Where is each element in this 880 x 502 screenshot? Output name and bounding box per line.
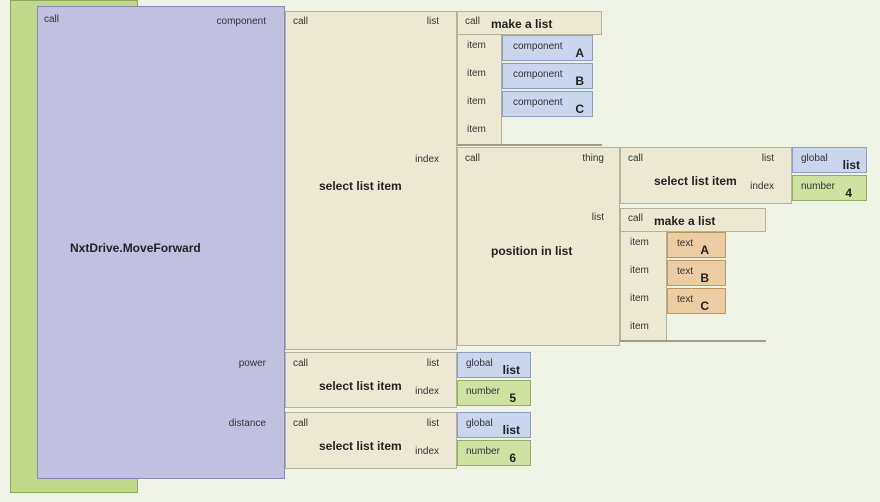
text-value: B <box>700 271 709 285</box>
number-value: 6 <box>509 451 516 465</box>
index-socket-label: index <box>415 386 439 397</box>
number-block-6[interactable]: number 6 <box>457 440 531 466</box>
make-a-list-items-panel: item item item item <box>620 232 667 342</box>
item-label: item <box>630 321 649 332</box>
component-value: A <box>575 46 584 60</box>
list-socket-label: list <box>426 418 439 429</box>
distance-socket-label: distance <box>228 418 266 429</box>
call-label: call <box>293 418 309 429</box>
call-label: call <box>465 16 481 27</box>
select-list-item-block-inner[interactable]: call list select list item index <box>620 147 792 204</box>
call-label: call <box>293 16 309 27</box>
select-list-item-title: select list item <box>654 174 737 188</box>
global-list-block[interactable]: global list <box>457 412 531 438</box>
number-block-4[interactable]: number 4 <box>792 175 867 201</box>
index-socket-label: index <box>750 181 774 192</box>
list-end-bar <box>457 144 602 146</box>
item-label: item <box>467 40 486 51</box>
item-label: item <box>630 265 649 276</box>
global-label: global <box>801 153 828 164</box>
make-a-list-title: make a list <box>491 17 553 31</box>
component-label: component <box>513 41 563 52</box>
component-value: C <box>575 102 584 116</box>
item-label: item <box>467 68 486 79</box>
index-socket-label: index <box>415 154 439 165</box>
list-socket-label: list <box>591 212 604 223</box>
global-var-name: list <box>502 423 520 437</box>
make-a-list-block-components[interactable]: call make a list <box>457 11 602 35</box>
global-list-block[interactable]: global list <box>792 147 867 173</box>
global-var-name: list <box>842 158 860 172</box>
call-label: call <box>465 153 481 164</box>
item-label: item <box>467 96 486 107</box>
event-container-bottom <box>10 484 138 493</box>
item-label: item <box>630 293 649 304</box>
list-socket-label: list <box>761 153 774 164</box>
global-var-name: list <box>502 363 520 377</box>
list-socket-label: list <box>426 16 439 27</box>
text-value: C <box>700 299 709 313</box>
move-forward-call-block[interactable]: call component NxtDrive.MoveForward powe… <box>37 6 285 479</box>
call-label: call <box>628 153 644 164</box>
number-label: number <box>466 386 500 397</box>
thing-socket-label: thing <box>582 153 604 164</box>
select-list-item-block-distance[interactable]: call list select list item index <box>285 412 457 469</box>
list-end-bar <box>620 340 766 342</box>
select-list-item-block-power[interactable]: call list select list item index <box>285 352 457 408</box>
call-label: call <box>628 213 644 224</box>
text-label: text <box>677 294 694 305</box>
index-socket-label: index <box>415 446 439 457</box>
text-value: A <box>700 243 709 257</box>
make-a-list-items-panel: item item item item <box>457 35 502 146</box>
power-socket-label: power <box>238 358 266 369</box>
select-list-item-title: select list item <box>319 179 402 193</box>
text-block-c[interactable]: text C <box>667 288 726 314</box>
component-block-a[interactable]: component A <box>502 35 593 61</box>
component-value: B <box>575 74 584 88</box>
item-label: item <box>467 124 486 135</box>
number-label: number <box>801 181 835 192</box>
global-label: global <box>466 418 493 429</box>
select-list-item-block-component[interactable]: call list select list item index <box>285 11 457 350</box>
text-label: text <box>677 238 694 249</box>
select-list-item-title: select list item <box>319 379 402 393</box>
component-socket-label: component <box>216 16 266 27</box>
list-socket-label: list <box>426 358 439 369</box>
select-list-item-title: select list item <box>319 439 402 453</box>
call-label: call <box>293 358 309 369</box>
component-block-b[interactable]: component B <box>502 63 593 89</box>
position-in-list-block[interactable]: call thing position in list list <box>457 147 620 346</box>
text-block-a[interactable]: text A <box>667 232 726 258</box>
component-label: component <box>513 97 563 108</box>
item-label: item <box>630 237 649 248</box>
move-forward-title: NxtDrive.MoveForward <box>70 241 201 255</box>
component-block-c[interactable]: component C <box>502 91 593 117</box>
number-value: 4 <box>845 186 852 200</box>
number-value: 5 <box>509 391 516 405</box>
number-label: number <box>466 446 500 457</box>
position-in-list-title: position in list <box>491 244 573 258</box>
global-label: global <box>466 358 493 369</box>
global-list-block[interactable]: global list <box>457 352 531 378</box>
make-a-list-block-texts[interactable]: call make a list <box>620 208 766 232</box>
component-label: component <box>513 69 563 80</box>
text-label: text <box>677 266 694 277</box>
call-label: call <box>44 14 60 25</box>
number-block-5[interactable]: number 5 <box>457 380 531 406</box>
text-block-b[interactable]: text B <box>667 260 726 286</box>
make-a-list-title: make a list <box>654 214 716 228</box>
